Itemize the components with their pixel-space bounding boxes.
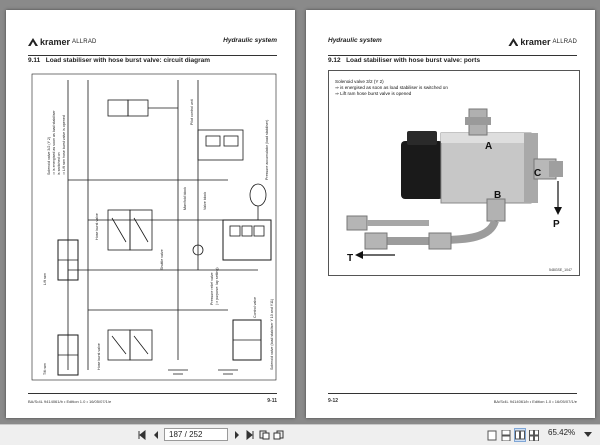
chevron-down-icon [584, 432, 592, 437]
label-solenoid: Solenoid valve 3/2 (Y 2) [47, 137, 51, 175]
brand-mark-icon [508, 38, 519, 46]
label-shuttle: Shuttle valve [160, 249, 164, 270]
label-manifold: Manifold block [183, 187, 187, 210]
port-b-label: B [494, 190, 501, 201]
footer-page-number: 9-11 [267, 398, 277, 404]
photo-note-3: ⇒ Lift ram hose burst valve is opened [335, 91, 412, 96]
label-lift-ram: Lift ram [43, 273, 47, 285]
go-back-icon [259, 430, 269, 440]
photo-note-1: Solenoid valve 3/2 (Y 2) [335, 79, 384, 84]
heading-number: 9.11 [28, 57, 41, 64]
continuous-view-button[interactable] [500, 428, 512, 442]
footer-document-code: BA/S•4L 9414061/b • Edition 1.0 • 16/05/… [493, 399, 577, 404]
next-page-button[interactable] [231, 428, 243, 442]
header-rule [328, 55, 577, 56]
page-number-field[interactable]: 187 / 252 [164, 428, 228, 441]
heading-text: Load stabiliser with hose burst valve: c… [45, 57, 211, 64]
section-title: Hydraulic system [328, 37, 382, 44]
label-hose-burst-2: Hose burst valve [97, 343, 101, 370]
label-tilt-ram: Tilt ram [43, 363, 47, 375]
port-c-label: C [534, 168, 541, 179]
previous-page-button[interactable] [150, 428, 162, 442]
label-hose-burst: Hose burst valve [95, 213, 99, 240]
single-page-view-button[interactable] [486, 428, 498, 442]
total-pages: 252 [189, 430, 203, 439]
brand-mark-icon [28, 38, 38, 46]
last-page-icon [246, 430, 254, 440]
label-switched: is switched on [57, 152, 61, 175]
ports-photo: Solenoid valve 3/2 (Y 2) ⇒ is energised … [328, 70, 580, 276]
page-separator: / [184, 430, 187, 439]
label-valve-block: Valve block [203, 192, 207, 210]
continuous-page-icon [501, 429, 511, 441]
page-right: Hydraulic system kramer ALLRAD 9.12 Load… [306, 10, 595, 418]
label-pilot: Pilot control unit [190, 99, 194, 125]
go-back-button[interactable] [258, 428, 270, 442]
footer-page-number: 9-12 [328, 398, 339, 404]
label-liftram-opened: ⇒ Lift ram hose burst valve is opened [62, 115, 66, 175]
port-t-label: T [347, 253, 353, 264]
label-energised: ⇒ is energised as soon as load stabilise… [52, 109, 56, 175]
port-p-label: P [553, 219, 560, 230]
go-forward-icon [273, 430, 283, 440]
page-heading: 9.11 Load stabiliser with hose burst val… [28, 57, 210, 64]
two-page-continuous-icon [529, 429, 539, 441]
brand-suffix: ALLRAD [72, 39, 97, 45]
single-page-icon [487, 430, 497, 440]
footer-document-code: BA/S•4L 9414061/b • Edition 1.0 • 16/05/… [28, 399, 112, 404]
next-page-icon [235, 431, 239, 439]
last-page-button[interactable] [244, 428, 256, 442]
brand-logo: kramer ALLRAD [28, 37, 97, 47]
section-title: Hydraulic system [223, 37, 277, 44]
label-pressure-relief: Pressure relief valve [210, 272, 214, 305]
footer-rule [328, 393, 577, 394]
two-page-continuous-button[interactable] [528, 428, 540, 442]
page-left: kramer ALLRAD Hydraulic system 9.11 Load… [6, 10, 295, 418]
label-solenoid-2: Solenoid valve (load stabiliser Y 10 and… [270, 299, 274, 370]
previous-page-icon [154, 431, 158, 439]
brand-suffix: ALLRAD [552, 39, 577, 45]
label-control-valve: Control valve [253, 297, 257, 318]
zoom-dropdown-button[interactable] [583, 428, 593, 442]
brand-name: kramer [520, 37, 551, 47]
valve-photo-illustration: Solenoid valve 3/2 (Y 2) ⇒ is energised … [335, 79, 572, 272]
two-page-view-button[interactable] [514, 428, 526, 442]
brand-logo: kramer ALLRAD [508, 37, 577, 47]
two-page-icon [515, 430, 525, 440]
first-page-button[interactable] [136, 428, 148, 442]
photo-id: 548GSE_1047 [549, 268, 572, 272]
viewer-toolbar: 187 / 252 65.42% [0, 424, 600, 445]
heading-number: 9.12 [328, 57, 341, 64]
label-pressure-acc: Pressure accumulator (load stabiliser) [265, 120, 269, 180]
photo-note-2: ⇒ is energised as soon as load stabilise… [335, 85, 448, 90]
heading-text: Load stabiliser with hose burst valve: p… [346, 57, 481, 64]
header-rule [28, 55, 277, 56]
zoom-level[interactable]: 65.42% [548, 428, 576, 437]
label-purpose: (⇒ purpose: lay setting) [215, 267, 219, 305]
document-viewport[interactable]: kramer ALLRAD Hydraulic system 9.11 Load… [0, 0, 600, 424]
footer-rule [28, 393, 277, 394]
go-forward-button[interactable] [272, 428, 284, 442]
page-heading: 9.12 Load stabiliser with hose burst val… [328, 57, 480, 64]
current-page: 187 [169, 430, 183, 439]
brand-name: kramer [40, 37, 71, 47]
first-page-icon [138, 430, 146, 440]
port-a-label: A [485, 141, 492, 152]
hydraulic-circuit-diagram: Solenoid valve 3/2 (Y 2) ⇒ is energised … [31, 73, 277, 381]
